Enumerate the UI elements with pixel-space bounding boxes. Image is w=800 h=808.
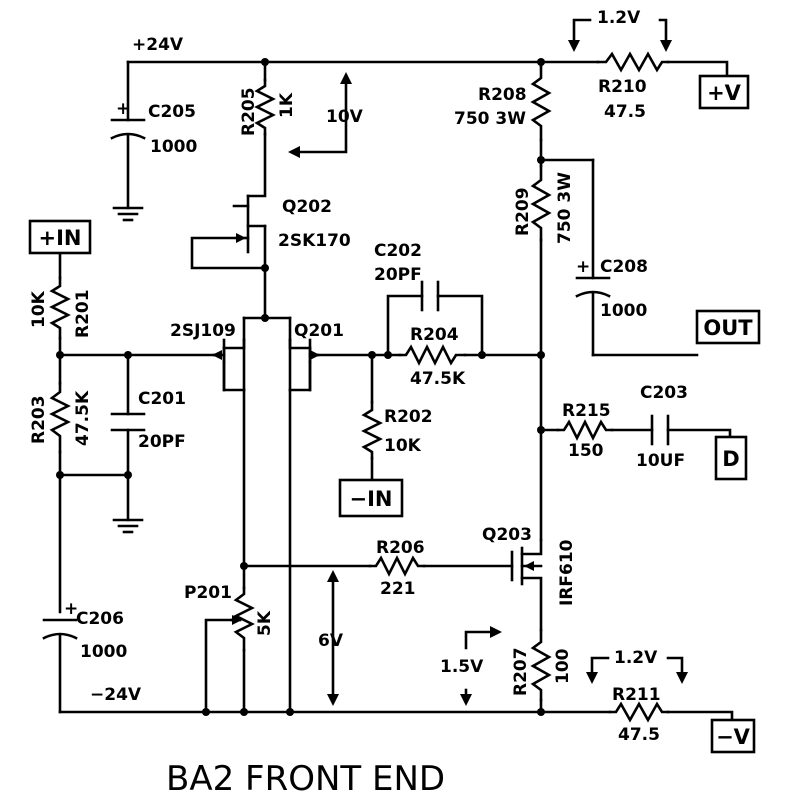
r211-value: 47.5 [618,725,660,745]
rail-pos-label: +24V [132,35,184,55]
svg-text:−IN: −IN [350,487,393,511]
terminal-vneg: −V [710,718,756,754]
r215-ref: R215 [562,401,611,421]
svg-text:+: + [576,257,590,277]
terminal-d: D [714,435,748,481]
r210-ref: R210 [598,77,647,97]
r201-ref: R201 [73,289,93,338]
resistor-r207 [530,628,552,702]
c203-ref: C203 [640,383,688,403]
c208-value: 1000 [600,301,647,321]
capacitor-c205: + [110,99,146,140]
annotation-1v2-top: 1.2V [597,8,641,28]
transistor-q201a [212,338,246,392]
diagram-title: BA2 FRONT END [166,759,445,799]
c205-value: 1000 [150,137,197,157]
c202-value: 20PF [374,265,422,285]
r209-value: 750 3W [555,172,575,244]
q202-part: 2SK170 [278,231,351,251]
junctions [56,58,545,716]
r202-ref: R202 [384,407,433,427]
r206-ref: R206 [376,538,425,558]
transistor-q202 [232,194,267,254]
q201-ref: Q201 [294,321,344,341]
svg-text:D: D [722,447,739,471]
capacitor-c208: + [575,257,611,298]
q203-ref: Q203 [482,525,532,545]
r206-value: 221 [380,579,416,599]
c206-value: 1000 [80,642,127,662]
r211-ref: R211 [612,685,661,705]
r204-value: 47.5K [410,369,466,389]
labels: +24V −24V C205 1000 R205 1K 10V Q202 2SK… [29,8,688,799]
annotation-1v2-bottom: 1.2V [614,648,658,668]
r209-ref: R209 [513,187,533,236]
resistor-r203 [49,381,71,454]
terminal-in-neg: −IN [338,478,404,518]
r205-ref: R205 [239,87,259,136]
r203-ref: R203 [29,395,49,444]
resistor-r209 [530,164,552,242]
terminal-in-pos: +IN [28,219,92,255]
r201-value: 10K [29,290,49,328]
c206-ref: C206 [76,609,124,629]
r215-value: 150 [568,441,604,461]
rail-neg-label: −24V [90,685,142,705]
ground-c205 [112,206,144,222]
annotation-6v: 6V [318,631,344,651]
p201-value: 5K [255,610,275,636]
capacitor-c206: + [42,599,78,640]
svg-text:OUT: OUT [703,316,753,340]
capacitor-c203 [650,414,670,446]
r208-ref: R208 [478,85,527,105]
c201-value: 20PF [138,432,186,452]
resistor-r206 [368,555,426,577]
r202-value: 10K [384,436,422,456]
r210-value: 47.5 [604,102,646,122]
svg-text:−V: −V [716,725,751,749]
r204-ref: R204 [410,325,459,345]
r208-value: 750 3W [454,109,526,129]
voltage-arrows [288,18,688,706]
c203-value: 10UF [636,451,685,471]
resistor-r204 [398,344,467,366]
resistor-r211 [608,701,670,723]
q202-ref: Q202 [282,197,332,217]
transistor-q203 [524,561,534,571]
resistor-r210 [596,51,670,73]
ground-c201 [112,518,144,534]
terminal-vpos: +V [698,74,750,110]
c205-ref: C205 [148,102,196,122]
resistor-r202 [361,400,383,460]
resistor-r215 [556,419,614,441]
resistor-r201 [49,276,71,340]
svg-text:+: + [116,99,130,119]
transistor-q201b [288,338,320,392]
q203-part: IRF610 [557,539,577,606]
q201-part: 2SJ109 [170,321,236,341]
capacitor-c201 [110,412,146,432]
p201-ref: P201 [184,583,232,603]
capacitor-c202 [420,280,440,312]
resistor-r208 [530,64,552,142]
svg-text:+V: +V [707,81,742,105]
c202-ref: C202 [374,241,422,261]
svg-text:+: + [64,599,78,619]
r207-ref: R207 [511,647,531,696]
terminal-out: OUT [695,309,761,345]
c208-ref: C208 [600,257,648,277]
r205-value: 1K [277,92,297,118]
r207-value: 100 [553,648,573,684]
c201-ref: C201 [138,389,186,409]
svg-text:+IN: +IN [39,226,82,250]
potentiometer-p201 [230,586,255,652]
annotation-10v: 10V [326,107,364,127]
r203-value: 47.5K [73,390,93,446]
annotation-1v5: 1.5V [440,657,484,677]
resistor-r205 [254,78,276,136]
